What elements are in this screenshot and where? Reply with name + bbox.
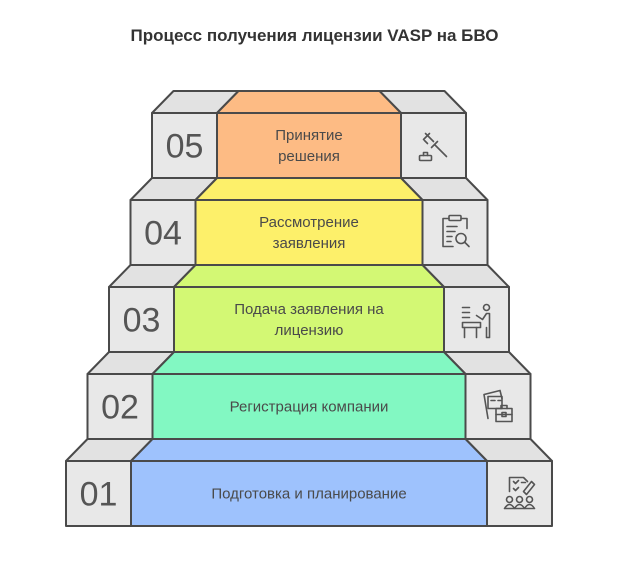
step-number: 02 (101, 389, 139, 427)
person-at-desk-icon (461, 303, 491, 339)
gavel-icon (418, 132, 448, 162)
step-label: Регистрация компании (230, 399, 389, 416)
icon-box (443, 286, 510, 353)
step-05: 05 Принятие решения (151, 90, 467, 179)
step-label: Подготовка и планирование (211, 486, 406, 503)
icon-box (464, 373, 532, 440)
icon-box (486, 460, 553, 527)
step-number: 03 (123, 302, 161, 340)
step-front (130, 460, 488, 527)
step-label: решения (278, 148, 340, 165)
step-label: заявления (273, 235, 346, 252)
step-top-face (216, 90, 402, 114)
step-top-face (194, 177, 424, 201)
step-front (173, 286, 445, 353)
step-front (151, 373, 467, 440)
step-label: Принятие (275, 127, 343, 144)
company-registration-icon (483, 389, 513, 423)
clipboard-search-icon (442, 214, 470, 248)
step-top-face (151, 351, 467, 375)
diagram-title: Процесс получения лицензии VASP на БВО (130, 26, 499, 45)
step-label: Рассмотрение (259, 214, 359, 231)
step-top-face (130, 438, 488, 462)
step-top-face (173, 264, 445, 288)
step-number: 05 (166, 128, 204, 166)
step-01: 01 Подготовка и планирование (65, 438, 553, 527)
icon-box (421, 199, 489, 266)
step-front (216, 112, 402, 179)
step-label: Подача заявления на (234, 301, 384, 318)
number-box (129, 199, 197, 266)
step-label: лицензию (275, 322, 344, 339)
number-box (65, 460, 132, 527)
step-03: 03 Подача заявления на лицензию (108, 264, 510, 353)
step-number: 01 (80, 476, 118, 514)
planning-team-icon (503, 476, 536, 510)
step-front (194, 199, 424, 266)
step-02: 02 Регистрация компании (86, 351, 532, 440)
step-number: 04 (144, 215, 182, 253)
number-box (108, 286, 175, 353)
step-04: 04 Рассмотрение заявления (129, 177, 489, 266)
